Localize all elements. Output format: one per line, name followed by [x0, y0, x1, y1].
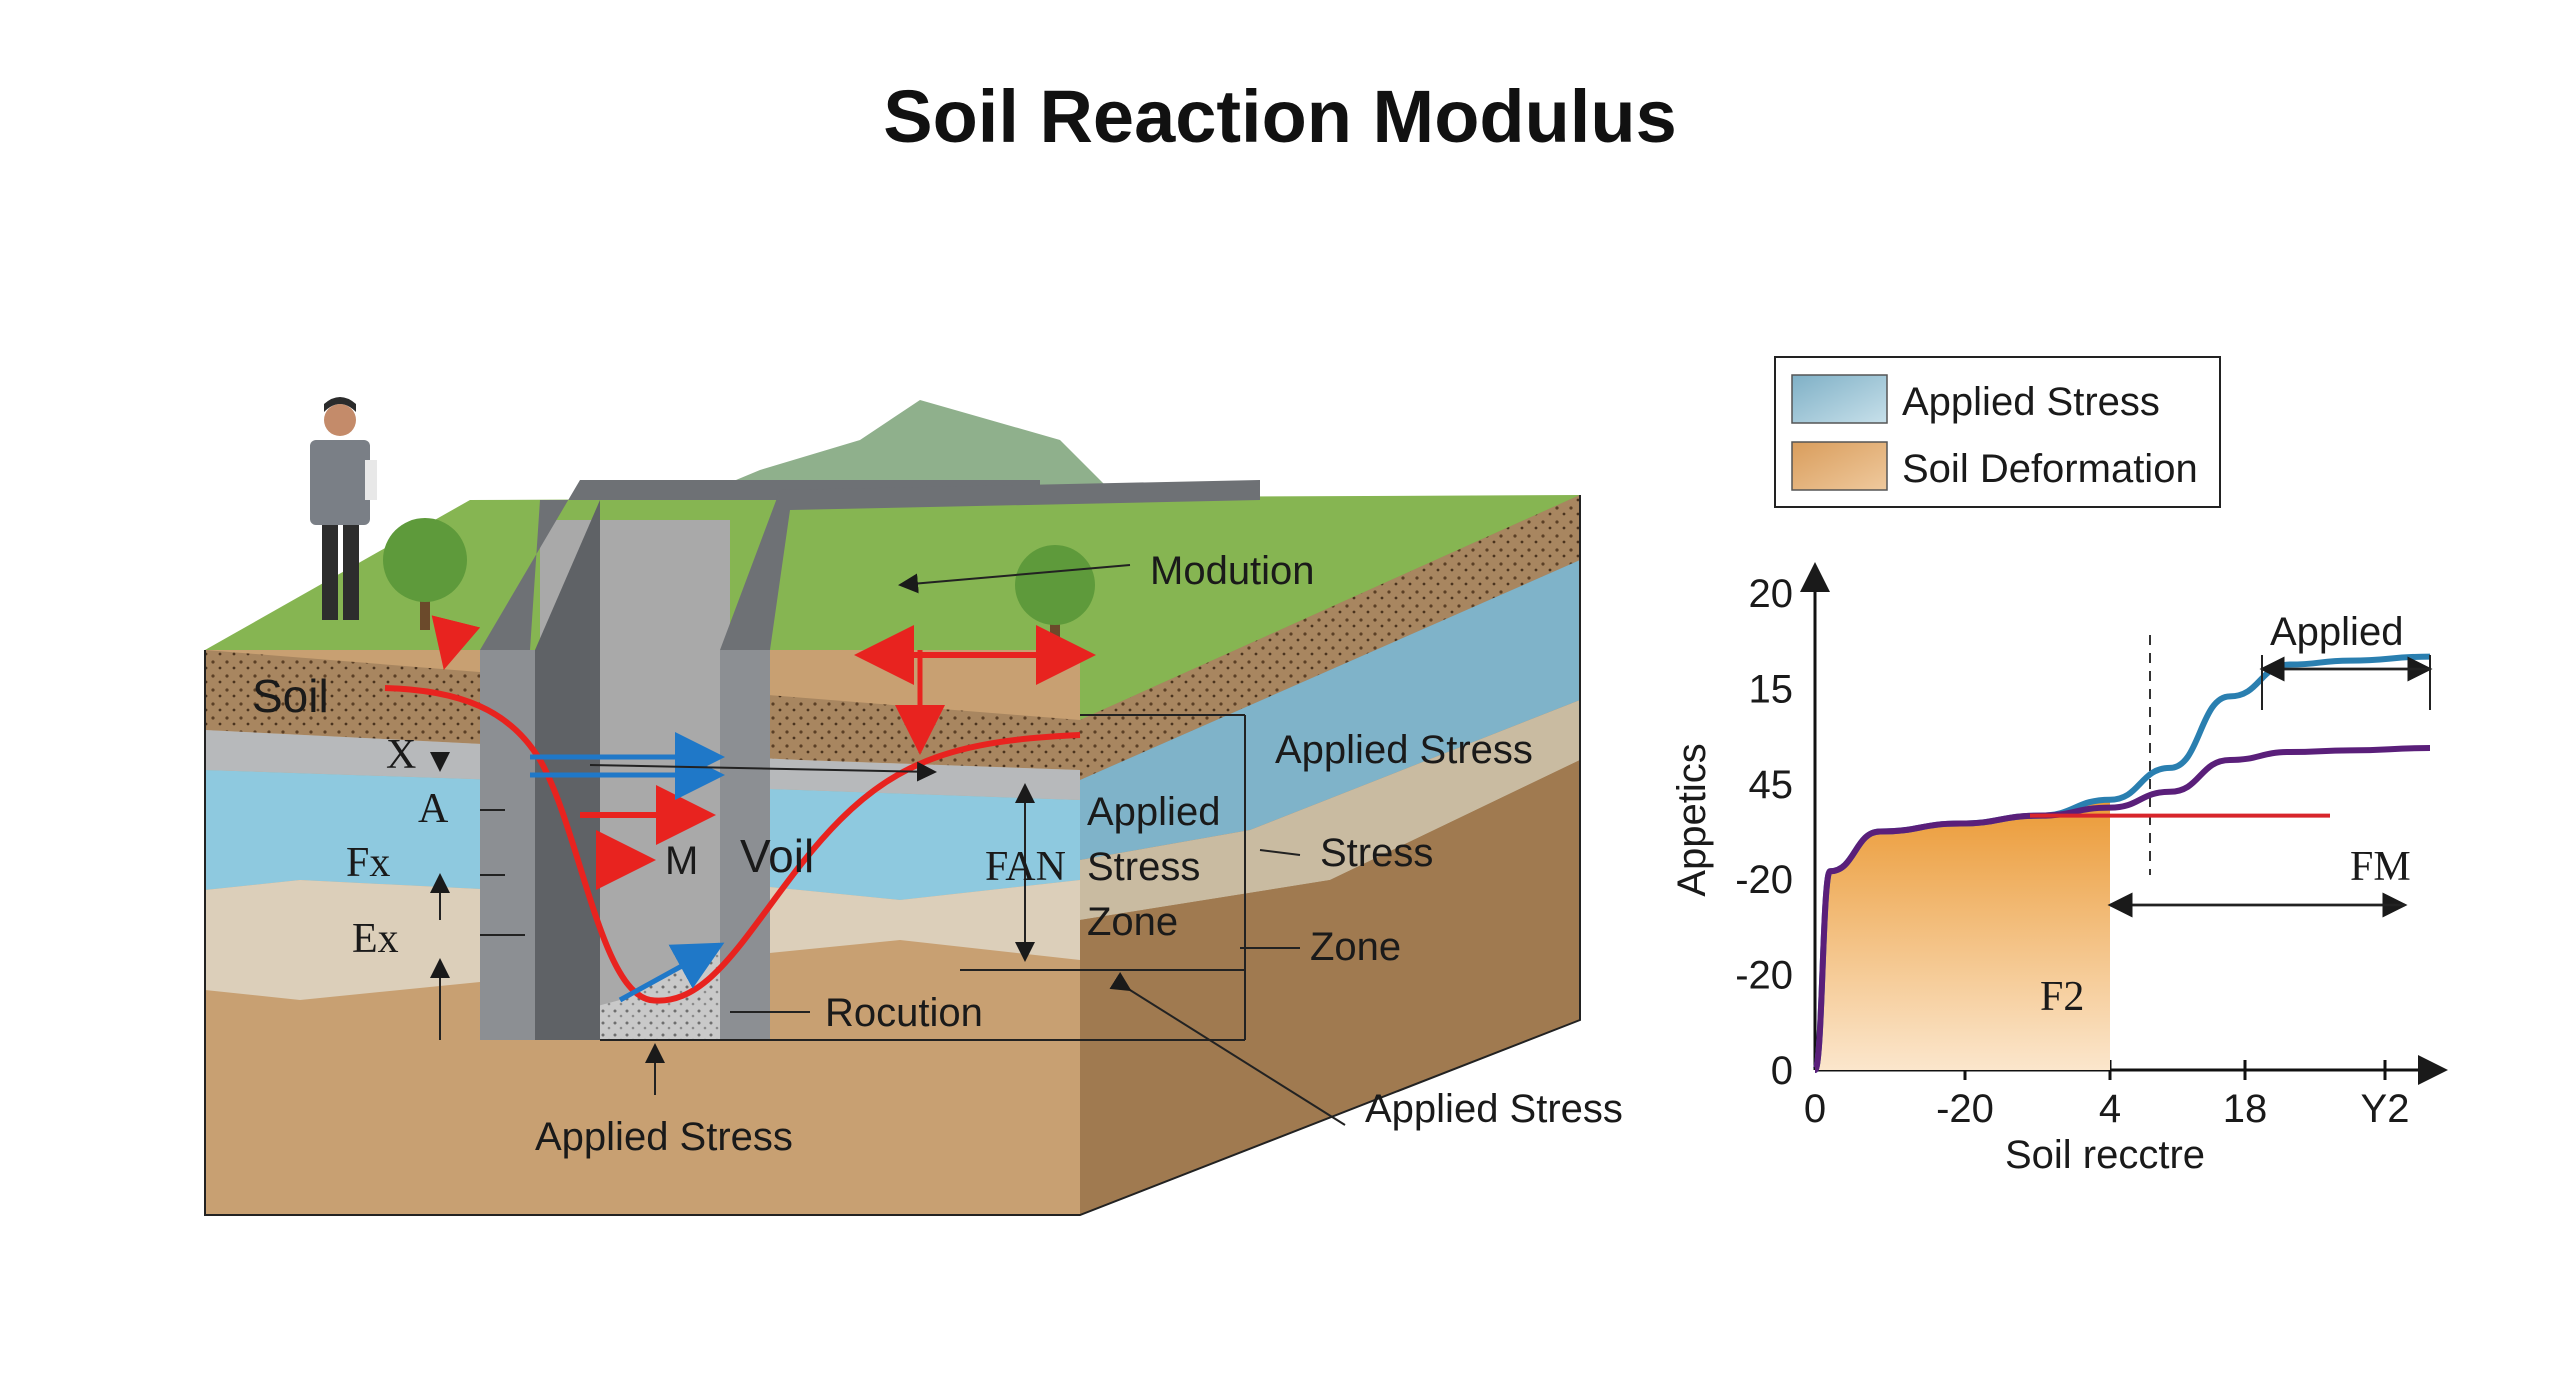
- label-zone-side: Zone: [1310, 925, 1401, 969]
- block-side-face: [1080, 495, 1580, 1215]
- label-applied-stress-lower-right: Applied Stress: [1365, 1087, 1623, 1131]
- person-icon: [310, 397, 377, 620]
- legend-label-applied-stress: Applied Stress: [1902, 380, 2160, 424]
- y-tick-label: 20: [1749, 572, 1794, 616]
- label-stress-side: Stress: [1320, 831, 1433, 875]
- series-line-purple: [1812, 745, 2431, 1073]
- label-fan: FAN: [985, 844, 1066, 890]
- label-x: X: [386, 732, 416, 778]
- label-rocution: Rocution: [825, 991, 983, 1035]
- y-tick-label: 45: [1749, 763, 1794, 807]
- label-ex: Ex: [352, 916, 399, 962]
- y-tick-label: 0: [1771, 1049, 1793, 1093]
- annotation-applied: Applied: [2270, 610, 2403, 654]
- label-zone-applied: Applied: [1087, 790, 1220, 834]
- legend-label-soil-deformation: Soil Deformation: [1902, 447, 2198, 491]
- label-m: M: [665, 839, 698, 883]
- y-ticks: 20 15 45 -20 -20 0: [1735, 572, 1793, 1093]
- label-soil: Soil: [252, 670, 329, 722]
- label-modution: Modution: [1150, 549, 1315, 593]
- y-tick-label: -20: [1735, 858, 1793, 902]
- label-fx: Fx: [346, 840, 390, 886]
- label-applied-stress-bottom: Applied Stress: [535, 1115, 793, 1159]
- page-title: Soil Reaction Modulus: [883, 75, 1676, 158]
- filled-region-f2: [1815, 799, 2110, 1070]
- x-tick-label: -20: [1936, 1087, 1994, 1131]
- y-axis-label: Appetics: [1670, 743, 1714, 896]
- annotation-fm: FM: [2350, 844, 2411, 890]
- red-arrow-soil: [431, 615, 481, 670]
- chart: 20 15 45 -20 -20 0 0 -20 4 18 Y2 Applied FM F2 Ap…: [1670, 562, 2448, 1177]
- y-tick-label: 15: [1749, 667, 1794, 711]
- x-ticks: 0 -20 4 18 Y2: [1804, 1060, 2410, 1131]
- x-tick-label: 18: [2223, 1087, 2268, 1131]
- soil-block-diagram: Soil X A Fx Ex M Voil FAN Modution Appli…: [204, 397, 1623, 1216]
- x-axis-label: Soil recctre: [2005, 1133, 2205, 1177]
- y-tick-label: -20: [1735, 954, 1793, 998]
- annotation-f2: F2: [2040, 974, 2084, 1020]
- x-tick-label: 0: [1804, 1087, 1826, 1131]
- label-voil: Voil: [740, 830, 814, 882]
- label-applied-stress-right: Applied Stress: [1275, 728, 1533, 772]
- label-a: A: [418, 786, 449, 832]
- legend-swatch-applied-stress: [1791, 374, 1888, 424]
- red-stress-curve: [384, 685, 1081, 1004]
- sheet-pile-wall: [480, 480, 1260, 1040]
- legend-swatch-soil-deformation: [1791, 441, 1888, 491]
- x-tick-label: Y2: [2361, 1087, 2410, 1131]
- legend: Applied Stress Soil Deformation: [1774, 356, 2221, 508]
- x-tick-label: 4: [2099, 1087, 2121, 1131]
- blue-arrow-3: [618, 942, 725, 1003]
- label-zone-zone: Zone: [1087, 900, 1178, 944]
- label-zone-stress: Stress: [1087, 845, 1200, 889]
